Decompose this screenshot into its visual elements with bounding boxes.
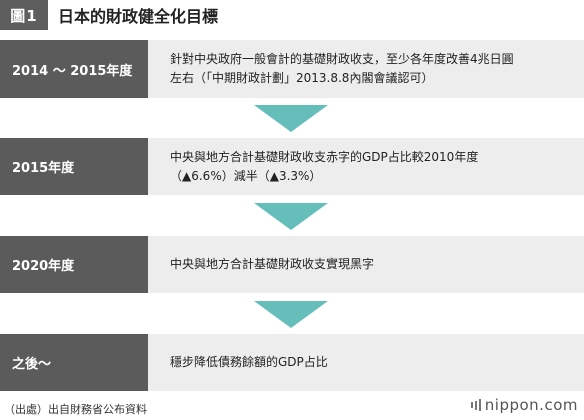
step-label: 2020年度	[0, 236, 148, 293]
brand-logo: nippon.com	[470, 396, 578, 414]
brand-name: nippon.com	[484, 396, 578, 414]
step-description: 中央與地方合計基礎財政收支實現黑字	[148, 236, 584, 293]
down-arrow-icon	[254, 203, 328, 230]
figure-title: 日本的財政健全化目標	[58, 7, 219, 26]
step-text-line: 針對中央政府一般會計的基礎財政收支，至少各年度改善4兆日圓	[170, 52, 514, 66]
step-2015: 2015年度 中央與地方合計基礎財政收支赤字的GDP占比較2010年度 （▲6.…	[0, 138, 584, 195]
step-after: 之後～ 穩步降低債務餘額的GDP占比	[0, 334, 584, 391]
down-arrow-icon	[254, 105, 328, 132]
step-label: 之後～	[0, 334, 148, 391]
step-label: 2014 ～ 2015年度	[0, 40, 148, 98]
down-arrow-icon	[254, 301, 328, 328]
figure-header: 圖1 日本的財政健全化目標	[0, 0, 218, 30]
step-label: 2015年度	[0, 138, 148, 195]
step-description: 穩步降低債務餘額的GDP占比	[148, 334, 584, 391]
figure-badge: 圖1	[0, 0, 48, 30]
step-description: 中央與地方合計基礎財政收支赤字的GDP占比較2010年度 （▲6.6%）減半（▲…	[148, 138, 584, 195]
bars-icon	[470, 399, 481, 411]
step-description: 針對中央政府一般會計的基礎財政收支，至少各年度改善4兆日圓 左右（「中期財政計劃…	[148, 40, 584, 98]
step-2014-2015: 2014 ～ 2015年度 針對中央政府一般會計的基礎財政收支，至少各年度改善4…	[0, 40, 584, 98]
step-text-line: 中央與地方合計基礎財政收支實現黑字	[170, 257, 375, 271]
step-text-line: （▲6.6%）減半（▲3.3%）	[170, 168, 322, 183]
step-text-line: 中央與地方合計基礎財政收支赤字的GDP占比較2010年度	[170, 149, 479, 164]
step-text-line: 穩步降低債務餘額的GDP占比	[170, 355, 328, 369]
step-text-line: 左右（「中期財政計劃」2013.8.8內閣會議認可）	[170, 71, 434, 85]
step-2020: 2020年度 中央與地方合計基礎財政收支實現黑字	[0, 236, 584, 293]
source-note: （出處）出自財務省公布資料	[4, 403, 147, 416]
